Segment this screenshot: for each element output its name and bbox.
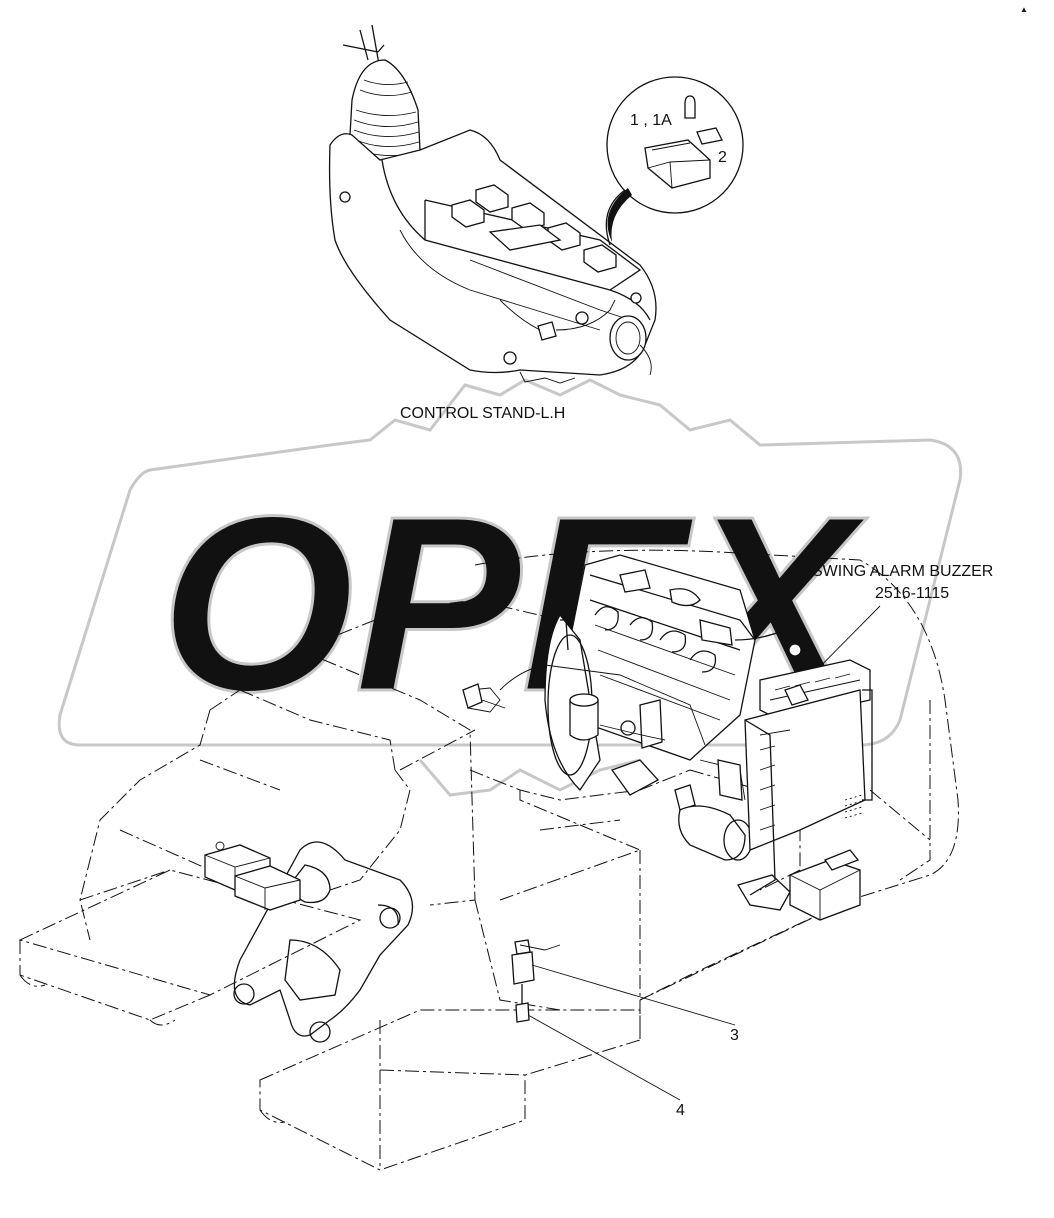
left-track-frame	[18, 869, 362, 1026]
callout-4: 4	[676, 1102, 685, 1119]
watermark-logo: OPEX	[57, 378, 963, 797]
corner-mark: ▲	[1020, 5, 1028, 14]
control-stand-label: CONTROL STAND-L.H	[400, 405, 565, 422]
engine-assembly	[462, 554, 802, 861]
svg-text:OPEX: OPEX	[160, 464, 868, 743]
swing-alarm-part-number: 2516-1115	[875, 585, 949, 602]
switch-row	[451, 184, 617, 273]
right-bracket	[789, 849, 861, 921]
callout-3: 3	[730, 1027, 739, 1044]
left-components	[204, 841, 301, 911]
watermark-text: OPEX	[159, 463, 870, 745]
callout-2: 2	[718, 149, 727, 166]
swing-alarm-buzzer-label: SWING ALARM BUZZER	[812, 563, 993, 580]
detail-bubble: 1 , 1A 2	[605, 76, 744, 246]
radiator-assembly	[737, 659, 873, 911]
pressure-switch	[511, 939, 561, 1023]
control-stand-lh	[328, 24, 657, 384]
callout-1-1a: 1 , 1A	[630, 112, 672, 129]
right-track-frame	[259, 899, 851, 1171]
